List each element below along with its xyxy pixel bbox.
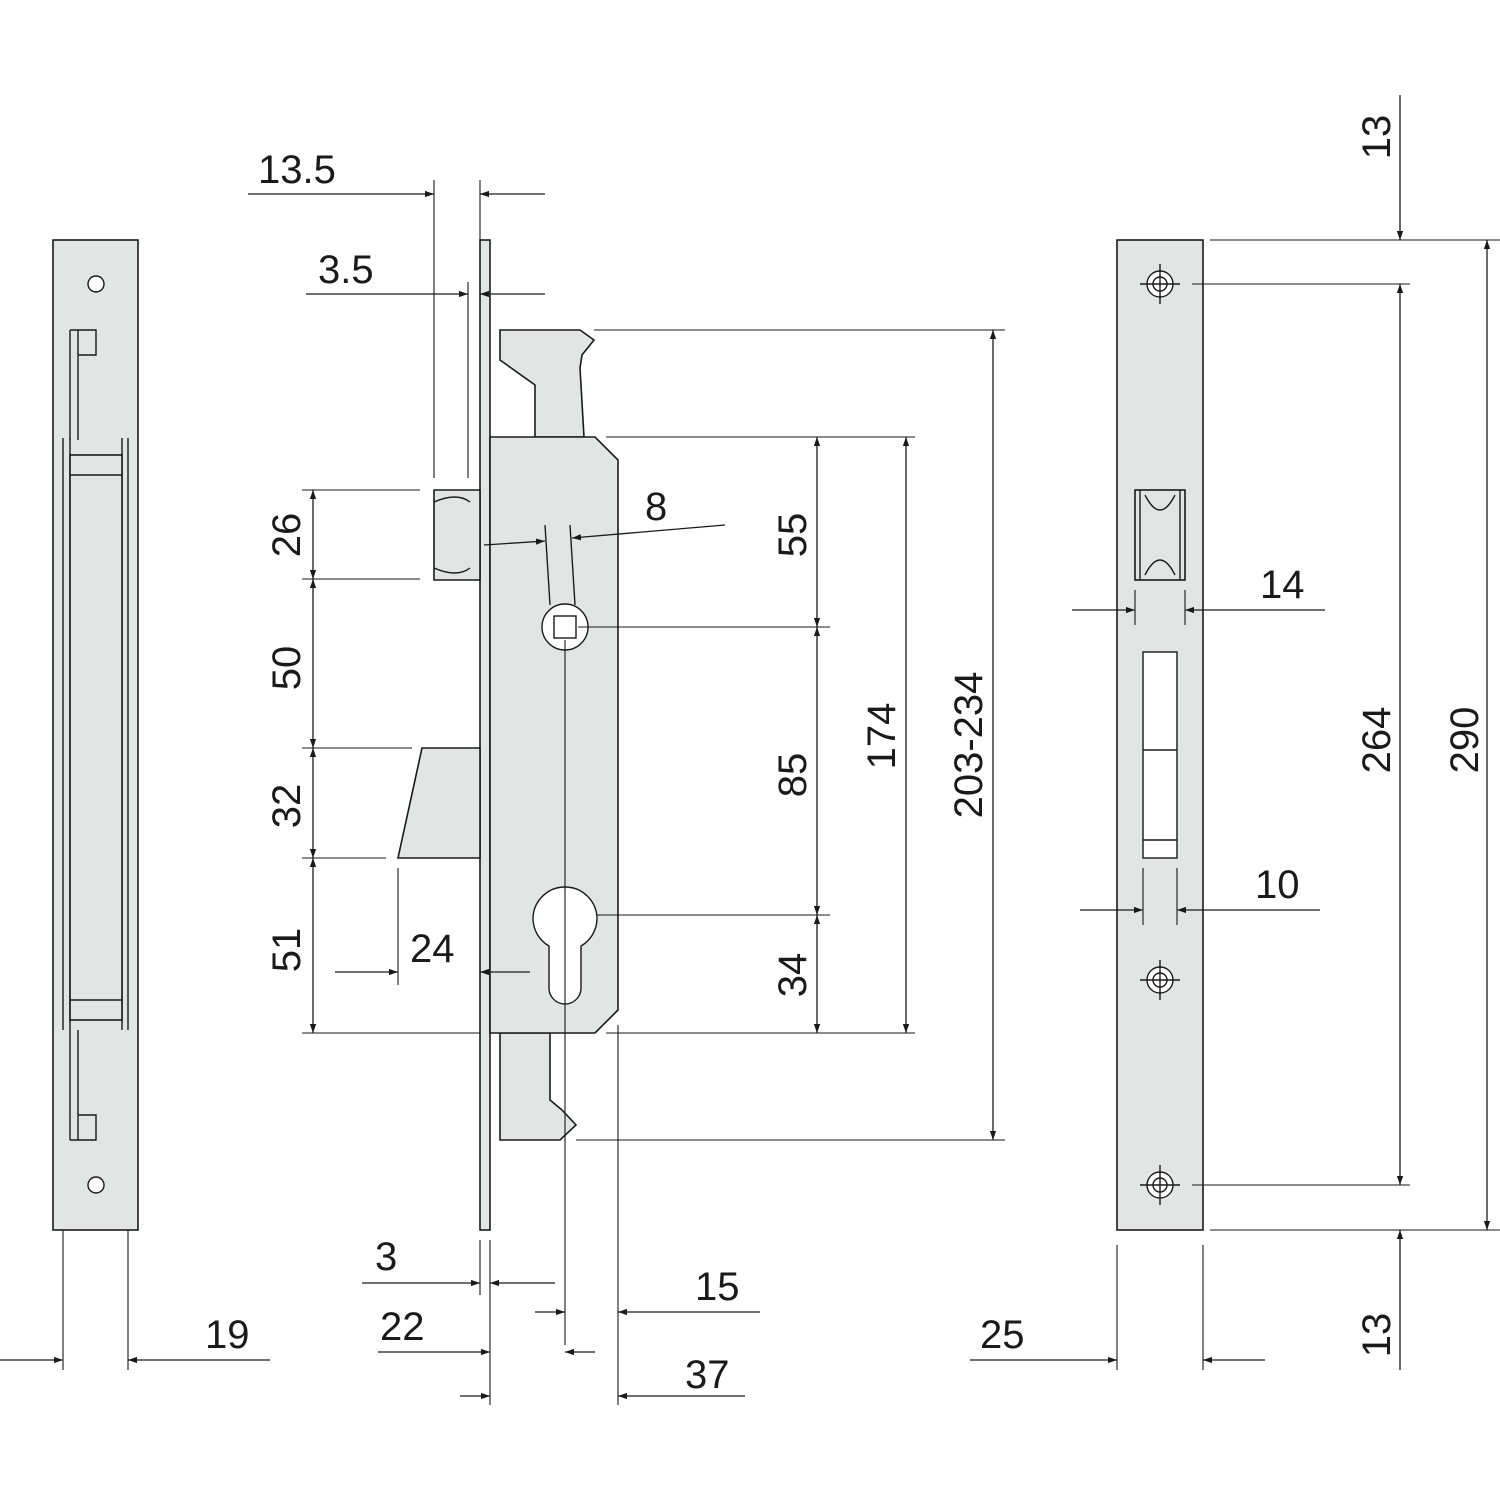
dim-13-bottom: 13 bbox=[1355, 1313, 1399, 1358]
dim-13-5: 13.5 bbox=[258, 148, 336, 192]
dim-25: 25 bbox=[980, 1313, 1025, 1357]
screw-hole-bottom bbox=[1140, 1165, 1180, 1205]
dim-290: 290 bbox=[1443, 707, 1487, 774]
dim-13-top: 13 bbox=[1355, 115, 1399, 160]
side-screw-hole-top bbox=[87, 275, 105, 293]
dim-24: 24 bbox=[410, 927, 455, 971]
dim-50: 50 bbox=[265, 646, 309, 691]
upper-hook-bolt bbox=[499, 329, 596, 438]
dim-34: 34 bbox=[771, 953, 815, 998]
dim-203-234: 203-234 bbox=[947, 672, 991, 819]
dim-3: 3 bbox=[375, 1235, 397, 1279]
dim-264: 264 bbox=[1355, 707, 1399, 774]
deadbolt-opening bbox=[1142, 651, 1178, 859]
side-hook-top bbox=[69, 329, 97, 440]
front-faceplate-edge bbox=[479, 239, 491, 1231]
latch-bolt bbox=[433, 489, 481, 581]
dim-3-5: 3.5 bbox=[318, 248, 374, 292]
latch-opening bbox=[1134, 489, 1186, 581]
side-hook-bottom bbox=[69, 1030, 97, 1141]
side-view: 19 bbox=[0, 239, 270, 1370]
dim-174: 174 bbox=[860, 703, 904, 770]
screw-hole-middle bbox=[1140, 960, 1180, 1000]
dim-14: 14 bbox=[1260, 563, 1305, 607]
dim-19: 19 bbox=[205, 1313, 250, 1357]
dead-bolt bbox=[397, 747, 481, 859]
dim-37: 37 bbox=[685, 1353, 730, 1397]
lock-case-body bbox=[489, 436, 619, 1034]
screw-hole-top bbox=[1140, 264, 1180, 304]
lower-hook-bolt bbox=[499, 1032, 578, 1141]
dim-85: 85 bbox=[771, 753, 815, 798]
dim-32: 32 bbox=[265, 784, 309, 829]
dim-55: 55 bbox=[771, 513, 815, 558]
dim-51: 51 bbox=[265, 928, 309, 973]
dim-10: 10 bbox=[1255, 863, 1300, 907]
dim-8: 8 bbox=[645, 485, 667, 529]
side-screw-hole-bottom bbox=[87, 1176, 105, 1194]
front-view: 13.5 3.5 26 50 32 51 8 24 bbox=[248, 148, 1005, 1405]
dim-26: 26 bbox=[265, 513, 309, 558]
dim-15: 15 bbox=[695, 1265, 740, 1309]
side-lock-body bbox=[69, 454, 123, 1021]
dim-22: 22 bbox=[380, 1305, 425, 1349]
faceplate-view: 14 10 25 13 264 13 290 bbox=[970, 95, 1500, 1370]
